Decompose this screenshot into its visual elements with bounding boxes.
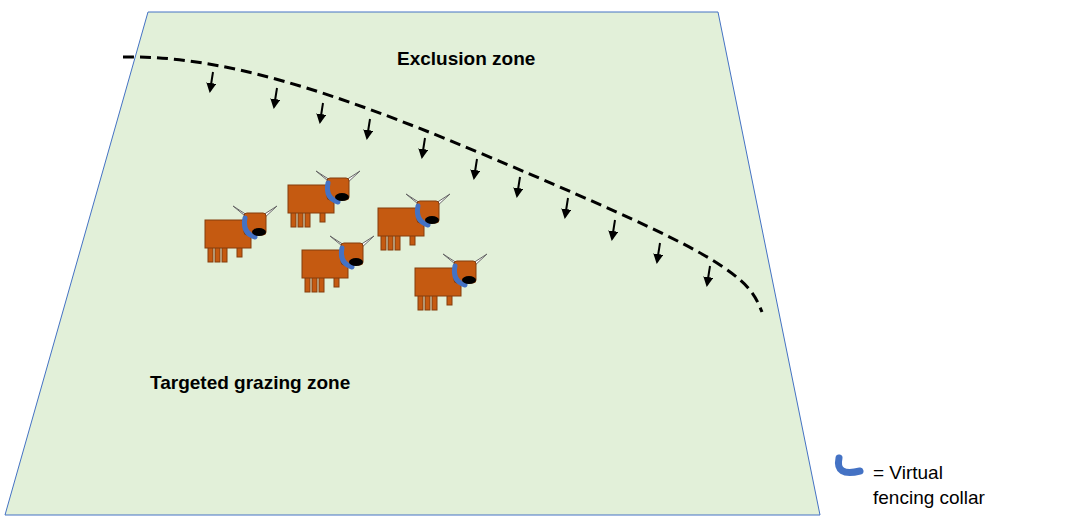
- cow: [288, 171, 360, 227]
- zone-label: Exclusion zone: [397, 48, 535, 70]
- collar-legend-icon: [838, 458, 860, 472]
- push-arrow: [210, 72, 213, 91]
- push-arrow: [422, 138, 425, 157]
- push-arrow: [657, 243, 660, 262]
- push-arrow: [474, 159, 477, 178]
- push-arrow: [320, 103, 323, 122]
- cow: [378, 194, 450, 250]
- cow: [415, 254, 487, 310]
- push-arrow: [367, 119, 370, 138]
- field-area: [5, 12, 820, 515]
- cow: [302, 236, 374, 292]
- legend-text: = Virtual fencing collar: [873, 460, 998, 510]
- zone-label: Targeted grazing zone: [150, 372, 350, 394]
- push-arrow: [565, 198, 568, 217]
- cow: [205, 206, 277, 262]
- push-arrow: [274, 88, 277, 107]
- push-arrow: [707, 266, 710, 285]
- virtual-fence-line: [123, 57, 762, 312]
- push-arrows: [210, 72, 710, 285]
- push-arrow: [517, 177, 520, 196]
- push-arrow: [612, 220, 615, 239]
